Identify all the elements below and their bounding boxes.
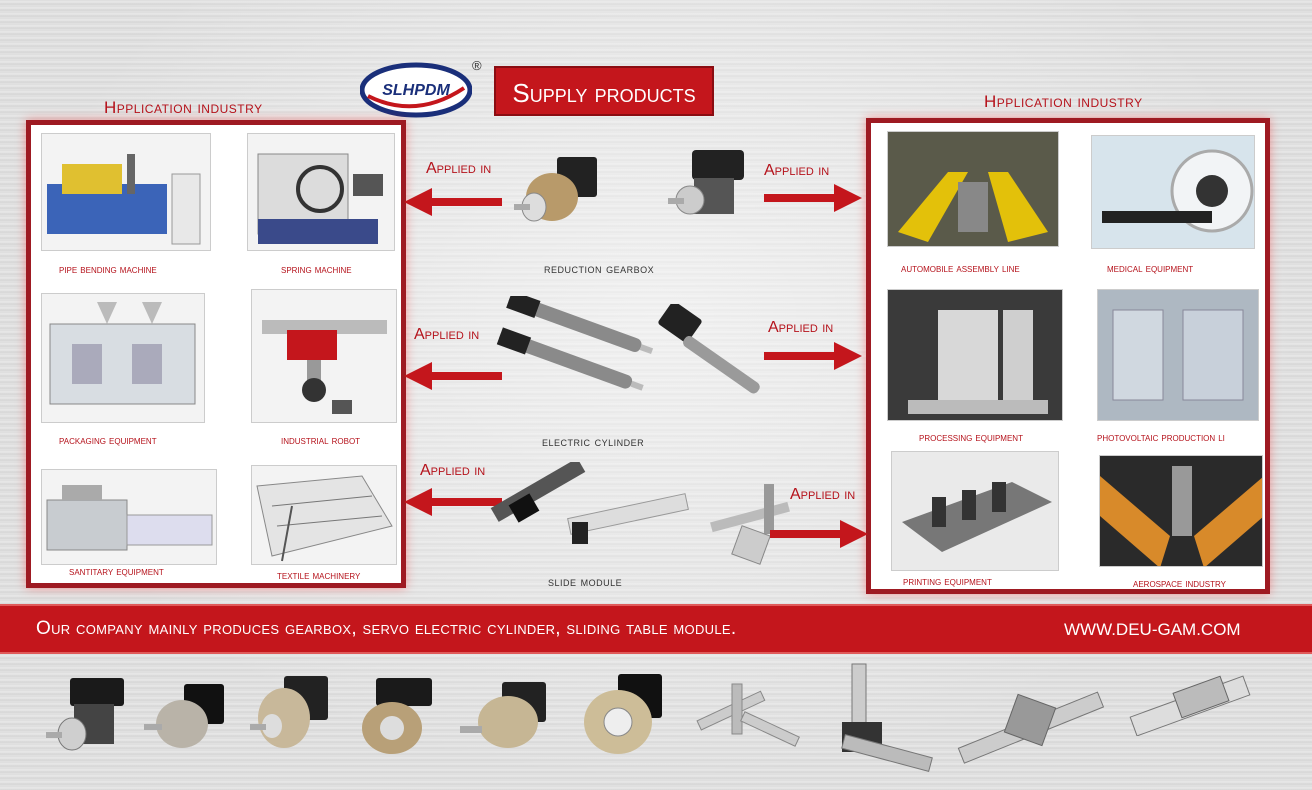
applied-in-label-cylinder-left: Applied in [414,326,480,343]
caption-photovoltaic-production-line: photovoltaic production li [1097,432,1225,444]
caption-aerospace-industry: aerospace industry [1133,578,1227,590]
textile-machinery-image [251,465,397,565]
pipe-bending-machine-image [41,133,211,251]
slhpdm-logo: SLHPDM [360,62,472,118]
gearbox-product-image [46,678,124,751]
slide-module-product-image [696,683,800,747]
right-application-panel: automobile assembly line medical equipme… [866,118,1270,594]
slide-module-product-image [957,691,1105,764]
reduction-gearbox-image-1 [512,152,602,237]
caption-automobile-assembly-line: automobile assembly line [901,263,1020,275]
arrow-left-icon [404,488,502,516]
processing-equipment-image [887,289,1063,421]
caption-spring-machine: spring machine [281,264,352,276]
caption-industrial-robot: industrial robot [281,435,361,447]
caption-processing-equipment: processing equipment [919,432,1023,444]
caption-medical-equipment: medical equipment [1107,263,1194,275]
reduction-gearbox-image-2 [664,148,754,233]
industrial-robot-image [251,289,397,423]
printing-equipment-image [891,451,1059,571]
caption-sanitary-equipment: santitary equipment [69,566,164,578]
slide-module-image-1 [482,458,702,557]
product-label-electric-cylinder: electric cylinder [542,434,645,449]
electric-cylinder-image-1 [484,290,664,411]
slide-module-product-image [1129,675,1251,736]
company-banner: Our company mainly produces gearbox, ser… [0,604,1312,654]
registered-mark: ® [472,58,482,73]
gearbox-product-image [250,676,328,748]
banner-text: Our company mainly produces gearbox, ser… [36,618,737,639]
applied-in-label-gearbox-right: Applied in [764,162,830,179]
packaging-equipment-image [41,293,205,423]
medical-equipment-image [1091,135,1255,249]
supply-products-title: Supply products [494,66,714,116]
slide-module-product-image [841,663,933,773]
applied-in-label-slide-right: Applied in [790,486,856,503]
electric-cylinder-image-2 [658,301,782,421]
gearbox-product-image [584,674,662,754]
website-link[interactable]: WWW.DEU-GAM.COM [1064,620,1241,639]
gearbox-product-image [362,678,432,754]
right-section-title: Hpplication industry [984,92,1143,111]
photovoltaic-production-line-image [1097,289,1259,421]
sanitary-equipment-image [41,469,217,565]
applied-in-label-gearbox-left: Applied in [426,160,492,177]
arrow-left-icon [404,188,502,216]
arrow-right-icon [770,520,868,548]
left-section-title: Hpplication industry [104,98,263,117]
gearbox-product-image [460,682,546,748]
applied-in-label-slide-left: Applied in [420,462,486,479]
aerospace-industry-image [1099,455,1263,567]
logo-text: SLHPDM [382,82,450,99]
slide-module-image-2 [706,480,806,571]
applied-in-label-cylinder-right: Applied in [768,319,834,336]
left-application-panel: pipe bending machine spring machine pack… [26,120,406,588]
caption-packaging-equipment: packaging equipment [59,435,157,447]
caption-pipe-bending-machine: pipe bending machine [59,264,157,276]
arrow-left-icon [404,362,502,390]
spring-machine-image [247,133,395,251]
gearbox-product-image [144,684,224,748]
automobile-assembly-line-image [887,131,1059,247]
caption-printing-equipment: printing equipment [903,576,992,588]
arrow-right-icon [764,184,862,212]
product-showcase-row [0,660,1312,790]
product-label-slide-module: slide module [548,574,623,589]
caption-textile-machinery: textile machinery [277,570,361,582]
product-label-reduction-gearbox: reduction gearbox [544,261,655,276]
arrow-right-icon [764,342,862,370]
